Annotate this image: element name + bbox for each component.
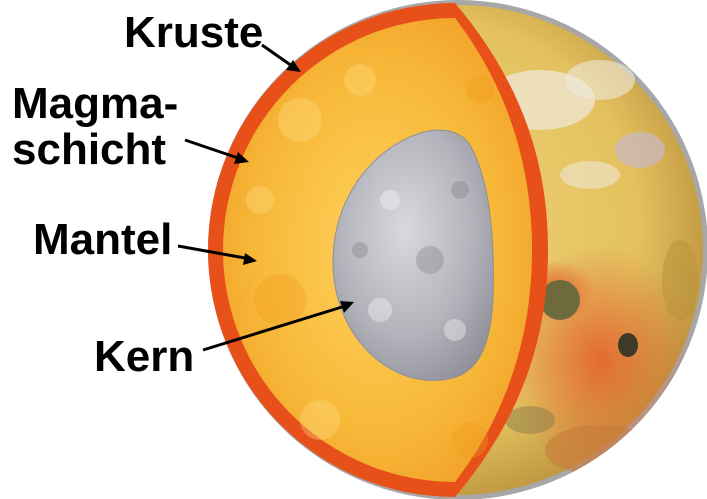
label-mantel: Mantel [33, 215, 172, 264]
label-kern: Kern [94, 332, 194, 381]
label-magma-line1: Magma- [12, 79, 178, 128]
planet-sphere [208, 0, 707, 499]
label-magma-line2: schicht [12, 125, 166, 174]
label-kruste: Kruste [124, 8, 263, 57]
arrow-kruste [262, 45, 301, 72]
